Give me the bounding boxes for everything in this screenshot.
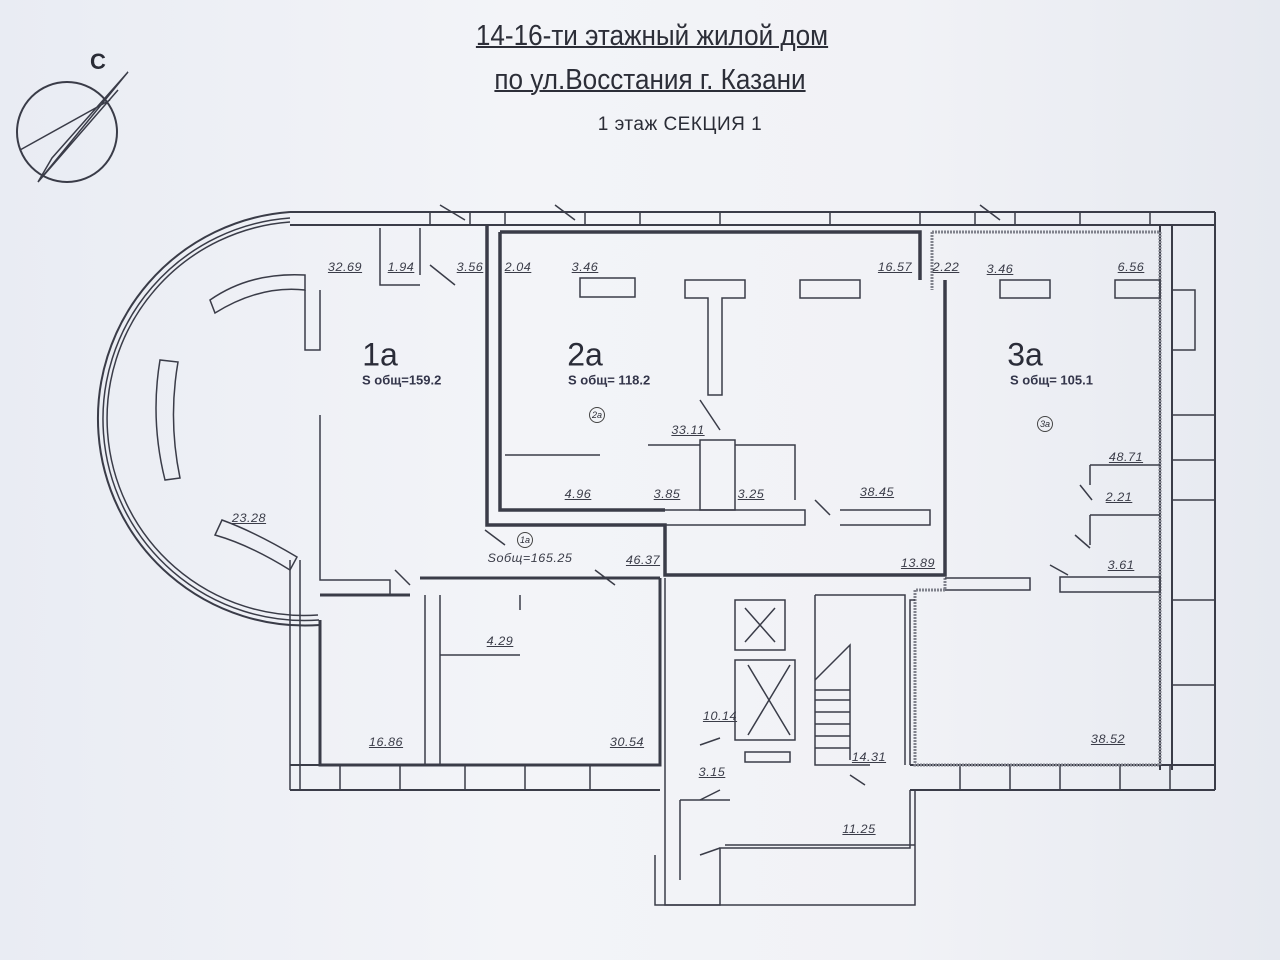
room-area: 2.04 [504, 260, 532, 274]
curved-wall [96, 211, 321, 627]
room-area: 2.21 [1105, 490, 1133, 504]
room-area: 48.71 [1108, 450, 1144, 464]
title-line-2: по ул.Восстания г. Казани [494, 64, 806, 96]
unit-area-2a: S общ= 118.2 [568, 372, 651, 388]
room-area: 3.15 [698, 765, 726, 779]
unit-label-2a: 2а [567, 336, 603, 373]
stair-core [664, 578, 915, 906]
room-area: 1.94 [387, 260, 415, 274]
compass-icon [16, 71, 129, 183]
room-area: 2.22 [932, 260, 960, 274]
room-area: 3.25 [737, 487, 765, 501]
unit-area-3a: S общ= 105.1 [1010, 372, 1093, 388]
room-area: 38.52 [1090, 732, 1126, 746]
unit-1a-total-note: Sобщ=165.25 [487, 551, 573, 565]
room-area: 3.85 [653, 487, 681, 501]
room-area: 46.37 [625, 553, 661, 567]
room-area: 14.31 [851, 750, 887, 764]
title-line-1: 14-16-ти этажный жилой дом [475, 20, 829, 52]
unit-2a-border [485, 225, 947, 577]
room-area: 33.11 [671, 423, 705, 437]
room-area: 6.56 [1117, 260, 1145, 274]
room-area: 3.61 [1107, 558, 1135, 572]
room-area: 13.89 [900, 556, 936, 570]
unit-marker-2a: 2a [589, 407, 605, 423]
room-area: 23.28 [231, 511, 267, 525]
room-area: 38.45 [859, 485, 895, 499]
room-area: 3.46 [986, 262, 1014, 276]
room-area: 4.29 [486, 634, 514, 648]
room-area: 3.46 [571, 260, 599, 274]
unit-marker-1a: 1a [517, 532, 533, 548]
room-area: 16.57 [877, 260, 913, 274]
room-area: 30.54 [609, 735, 645, 749]
room-area: 32.69 [327, 260, 363, 274]
unit-label-3a: 3а [1007, 336, 1043, 373]
room-area: 10.14 [702, 709, 738, 723]
room-area: 11.25 [842, 822, 876, 836]
floor-section-subtitle: 1 этаж СЕКЦИЯ 1 [597, 114, 763, 135]
room-area: 4.96 [564, 487, 592, 501]
unit-area-1a: S общ=159.2 [362, 372, 442, 388]
room-area: 3.56 [456, 260, 484, 274]
top-wall [290, 211, 1215, 226]
compass-north-label: С [90, 49, 106, 74]
unit-marker-3a: 3a [1037, 416, 1053, 432]
room-area: 16.86 [368, 735, 404, 749]
bottom-wall [290, 764, 1215, 791]
unit-label-1a: 1а [362, 336, 398, 373]
